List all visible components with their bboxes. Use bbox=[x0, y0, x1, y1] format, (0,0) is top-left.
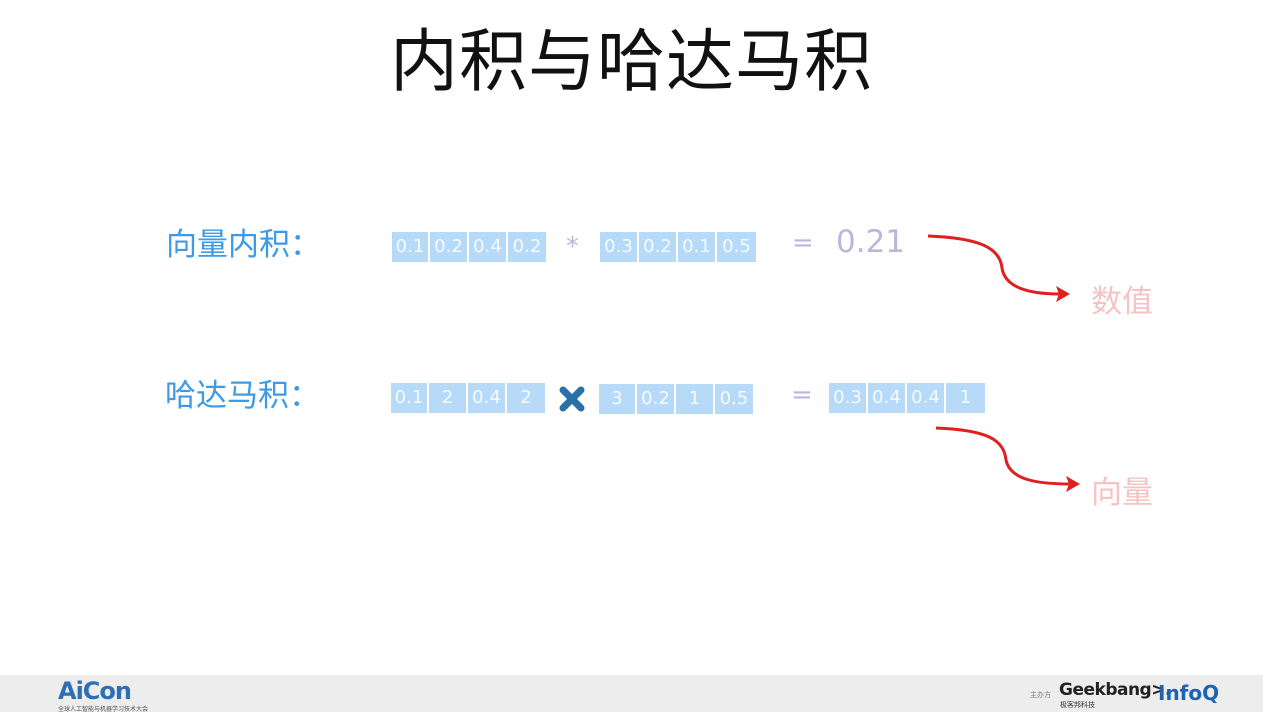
vector-cell: 0.2 bbox=[508, 232, 546, 262]
geekbang-logo: Geekbang>. bbox=[1059, 680, 1171, 700]
hadamard-vector-b: 3 0.2 1 0.5 bbox=[599, 384, 753, 414]
vector-cell: 0.5 bbox=[717, 232, 756, 262]
vector-cell: 1 bbox=[676, 384, 713, 414]
result-type-vector: 向量 bbox=[1091, 475, 1153, 511]
aicon-subtitle: 全球人工智能与机器学习技术大会 bbox=[58, 706, 149, 713]
hadamard-vector-a: 0.1 2 0.4 2 bbox=[391, 383, 545, 413]
multiply-operator: * bbox=[566, 232, 579, 262]
inner-vector-b: 0.3 0.2 0.1 0.5 bbox=[600, 232, 756, 262]
footer-bar: AiCon 全球人工智能与机器学习技术大会 主办方 Geekbang>. 极客邦… bbox=[0, 675, 1263, 713]
vector-cell: 0.1 bbox=[391, 383, 427, 413]
inner-product-result: 0.21 bbox=[836, 224, 906, 260]
equals-sign: = bbox=[791, 380, 813, 410]
arrow-to-vector-icon bbox=[935, 426, 1080, 492]
slide-title: 内积与哈达马积 bbox=[389, 23, 873, 102]
vector-cell: 0.4 bbox=[907, 383, 944, 413]
vector-cell: 0.3 bbox=[829, 383, 866, 413]
vector-cell: 2 bbox=[507, 383, 545, 413]
result-type-scalar: 数值 bbox=[1091, 284, 1153, 320]
vector-cell: 1 bbox=[946, 383, 985, 413]
arrow-to-scalar-icon bbox=[927, 234, 1070, 302]
inner-vector-a: 0.1 0.2 0.4 0.2 bbox=[392, 232, 546, 262]
geekbang-subtitle: 极客邦科技 bbox=[1060, 701, 1095, 709]
aicon-logo: AiCon bbox=[58, 677, 132, 705]
vector-cell: 3 bbox=[599, 384, 635, 414]
vector-cell: 0.2 bbox=[639, 232, 676, 262]
hadamard-result-vector: 0.3 0.4 0.4 1 bbox=[829, 383, 985, 413]
vector-cell: 0.3 bbox=[600, 232, 637, 262]
vector-cell: 0.5 bbox=[715, 384, 753, 414]
inner-product-label: 向量内积： bbox=[166, 227, 321, 263]
vector-cell: 0.4 bbox=[468, 383, 505, 413]
sponsor-label: 主办方 bbox=[1030, 691, 1051, 699]
vector-cell: 0.2 bbox=[637, 384, 674, 414]
infoq-logo: InfoQ bbox=[1158, 681, 1220, 705]
vector-cell: 0.1 bbox=[392, 232, 428, 262]
vector-cell: 0.1 bbox=[678, 232, 715, 262]
hadamard-product-label: 哈达马积： bbox=[165, 378, 320, 414]
times-icon bbox=[559, 386, 585, 412]
vector-cell: 2 bbox=[429, 383, 466, 413]
vector-cell: 0.4 bbox=[868, 383, 905, 413]
equals-sign: = bbox=[792, 228, 814, 258]
vector-cell: 0.2 bbox=[430, 232, 467, 262]
vector-cell: 0.4 bbox=[469, 232, 506, 262]
